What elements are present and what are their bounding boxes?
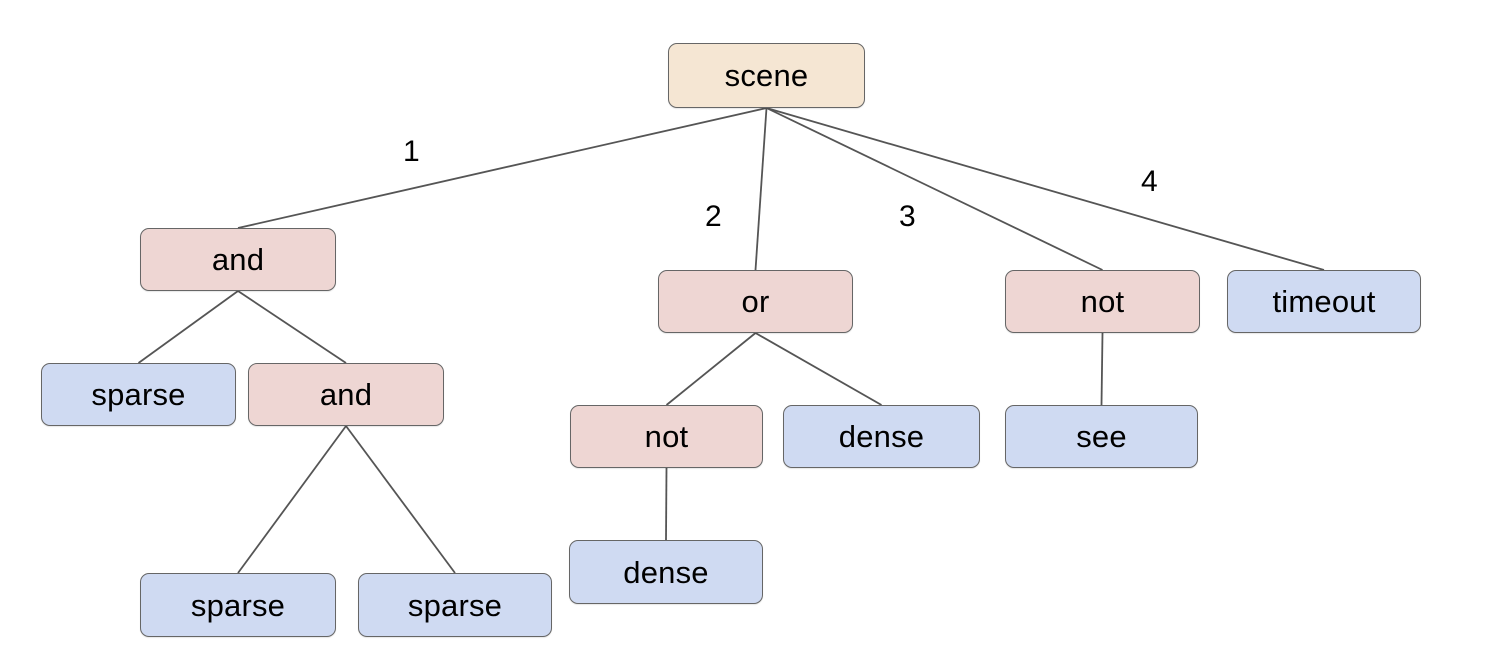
tree-edge bbox=[237, 107, 767, 229]
tree-edge bbox=[754, 107, 768, 271]
tree-edge bbox=[1100, 332, 1104, 406]
tree-edge bbox=[345, 425, 456, 574]
tree-edge bbox=[237, 290, 347, 364]
tree-edge bbox=[665, 467, 668, 541]
tree-edge bbox=[766, 107, 1325, 271]
tree-edge bbox=[755, 332, 882, 406]
edge-label-4: 4 bbox=[1141, 165, 1158, 198]
tree-edge bbox=[766, 107, 1103, 271]
tree-node-not1[interactable]: not bbox=[570, 405, 763, 468]
tree-node-scene[interactable]: scene bbox=[668, 43, 865, 108]
tree-node-timeout1[interactable]: timeout bbox=[1227, 270, 1421, 333]
edge-label-3: 3 bbox=[899, 200, 916, 233]
tree-node-dense1[interactable]: dense bbox=[783, 405, 980, 468]
tree-node-dense2[interactable]: dense bbox=[569, 540, 763, 604]
tree-node-and1[interactable]: and bbox=[140, 228, 336, 291]
tree-node-not2[interactable]: not bbox=[1005, 270, 1200, 333]
tree-node-and2[interactable]: and bbox=[248, 363, 444, 426]
edge-label-2: 2 bbox=[705, 200, 722, 233]
tree-edge bbox=[137, 290, 239, 364]
tree-node-sparse1[interactable]: sparse bbox=[41, 363, 236, 426]
tree-node-sparse3[interactable]: sparse bbox=[358, 573, 552, 637]
tree-node-sparse2[interactable]: sparse bbox=[140, 573, 336, 637]
tree-edge bbox=[665, 332, 757, 406]
edge-label-1: 1 bbox=[403, 135, 420, 168]
tree-edge bbox=[237, 425, 347, 574]
tree-node-or1[interactable]: or bbox=[658, 270, 853, 333]
tree-node-see1[interactable]: see bbox=[1005, 405, 1198, 468]
